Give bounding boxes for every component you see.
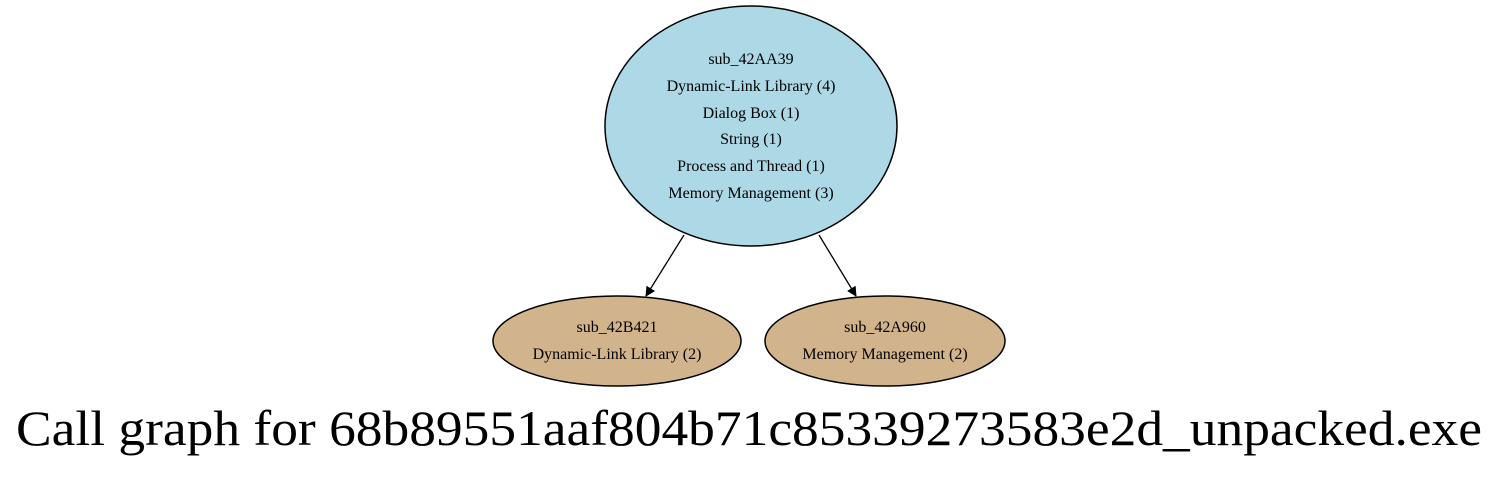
node-api-category: Memory Management (2)	[802, 346, 967, 363]
node-api-category: Dynamic-Link Library (4)	[667, 78, 836, 95]
edge-root-to-sub-42b421	[645, 234, 685, 297]
node-api-category: Process and Thread (1)	[677, 158, 825, 175]
node-function-name: sub_42AA39	[708, 51, 793, 68]
node-sub-42b421: sub_42B421 Dynamic-Link Library (2)	[492, 295, 742, 387]
node-api-category: Dialog Box (1)	[703, 105, 800, 122]
node-ellipse	[764, 295, 1006, 387]
node-sub-42a960: sub_42A960 Memory Management (2)	[764, 295, 1006, 387]
graph-title: Call graph for 68b89551aaf804b71c8533927…	[16, 400, 1482, 456]
node-api-category: Dynamic-Link Library (2)	[533, 346, 702, 363]
node-function-name: sub_42A960	[844, 319, 926, 336]
node-sub-42aa39: sub_42AA39 Dynamic-Link Library (4) Dial…	[604, 5, 898, 247]
node-api-category: Memory Management (3)	[668, 185, 833, 202]
node-api-category: String (1)	[720, 131, 782, 148]
node-ellipse	[492, 295, 742, 387]
edge-root-to-sub-42a960	[818, 234, 857, 297]
node-function-name: sub_42B421	[577, 319, 658, 336]
node-ellipse	[604, 5, 898, 247]
